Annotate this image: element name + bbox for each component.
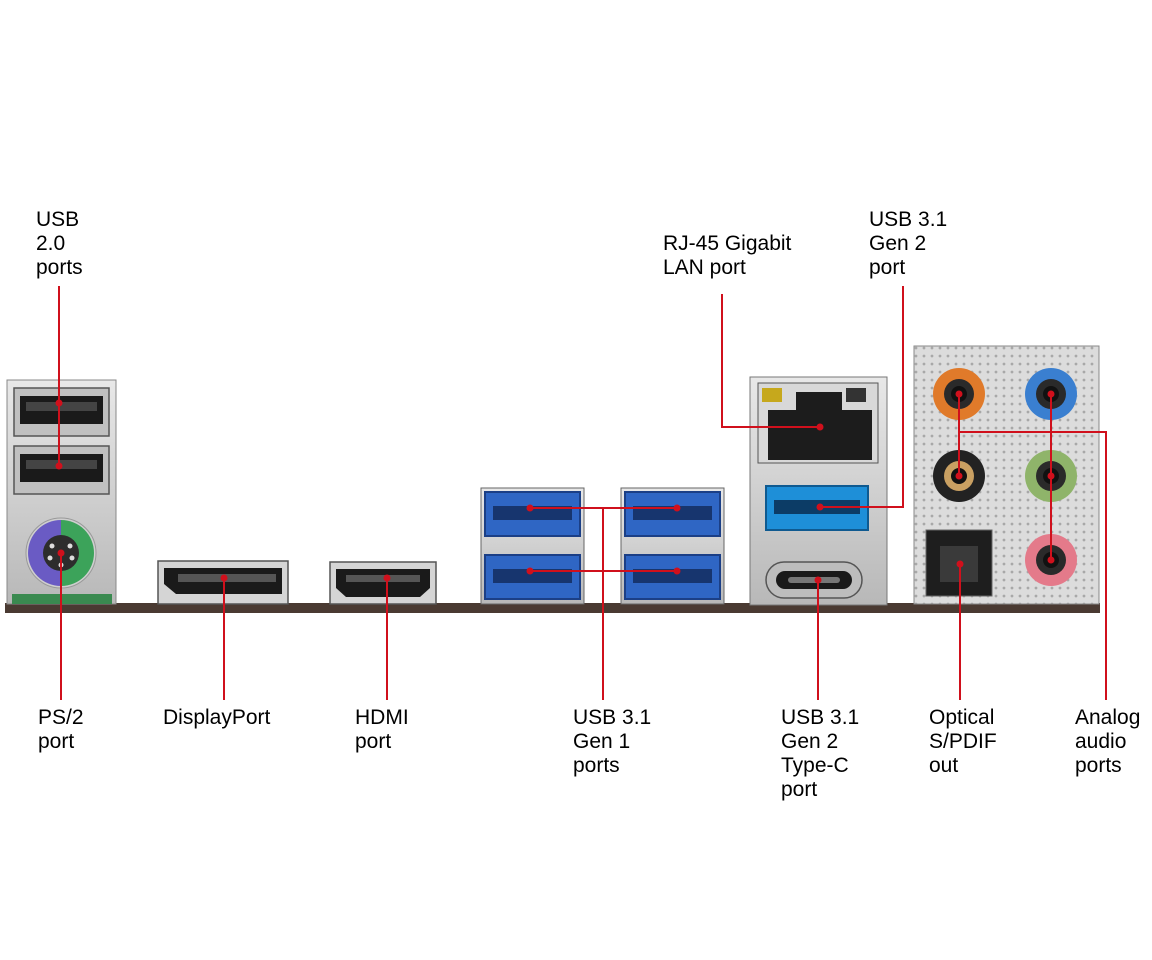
label-usb31-gen1-ports: USB 3.1 Gen 1 ports bbox=[573, 706, 652, 777]
audio-jack-blue bbox=[1025, 368, 1077, 420]
label-usb20-ports: USB 2.0 ports bbox=[36, 208, 83, 279]
audio-panel bbox=[913, 345, 1100, 605]
leader-usb31-gen2 bbox=[820, 286, 904, 508]
label-hdmi-port: HDMI port bbox=[355, 706, 409, 753]
hdmi-connector bbox=[329, 561, 437, 605]
usb31-gen1-stack-left bbox=[480, 487, 585, 605]
usb31-gen1-stack-right bbox=[620, 487, 725, 605]
leader-lines bbox=[58, 286, 1107, 700]
label-usb31-gen2-port: USB 3.1 Gen 2 port bbox=[869, 208, 948, 279]
lan-usb-stack bbox=[749, 376, 888, 606]
label-ps2-port: PS/2 port bbox=[38, 706, 84, 753]
label-optical-spdif-out: Optical S/PDIF out bbox=[929, 706, 997, 777]
leader-rj45 bbox=[721, 294, 820, 428]
usb-type-c-port bbox=[765, 561, 863, 599]
leader-dots bbox=[55, 390, 1055, 584]
label-analog-audio-ports: Analog audio ports bbox=[1075, 706, 1141, 777]
label-displayport: DisplayPort bbox=[163, 706, 271, 729]
label-usb31-gen2-typec-port: USB 3.1 Gen 2 Type-C port bbox=[781, 706, 860, 801]
motherboard-edge bbox=[5, 603, 1100, 613]
label-rj45-lan-port: RJ-45 Gigabit LAN port bbox=[663, 232, 792, 279]
rj45-port bbox=[757, 382, 879, 464]
